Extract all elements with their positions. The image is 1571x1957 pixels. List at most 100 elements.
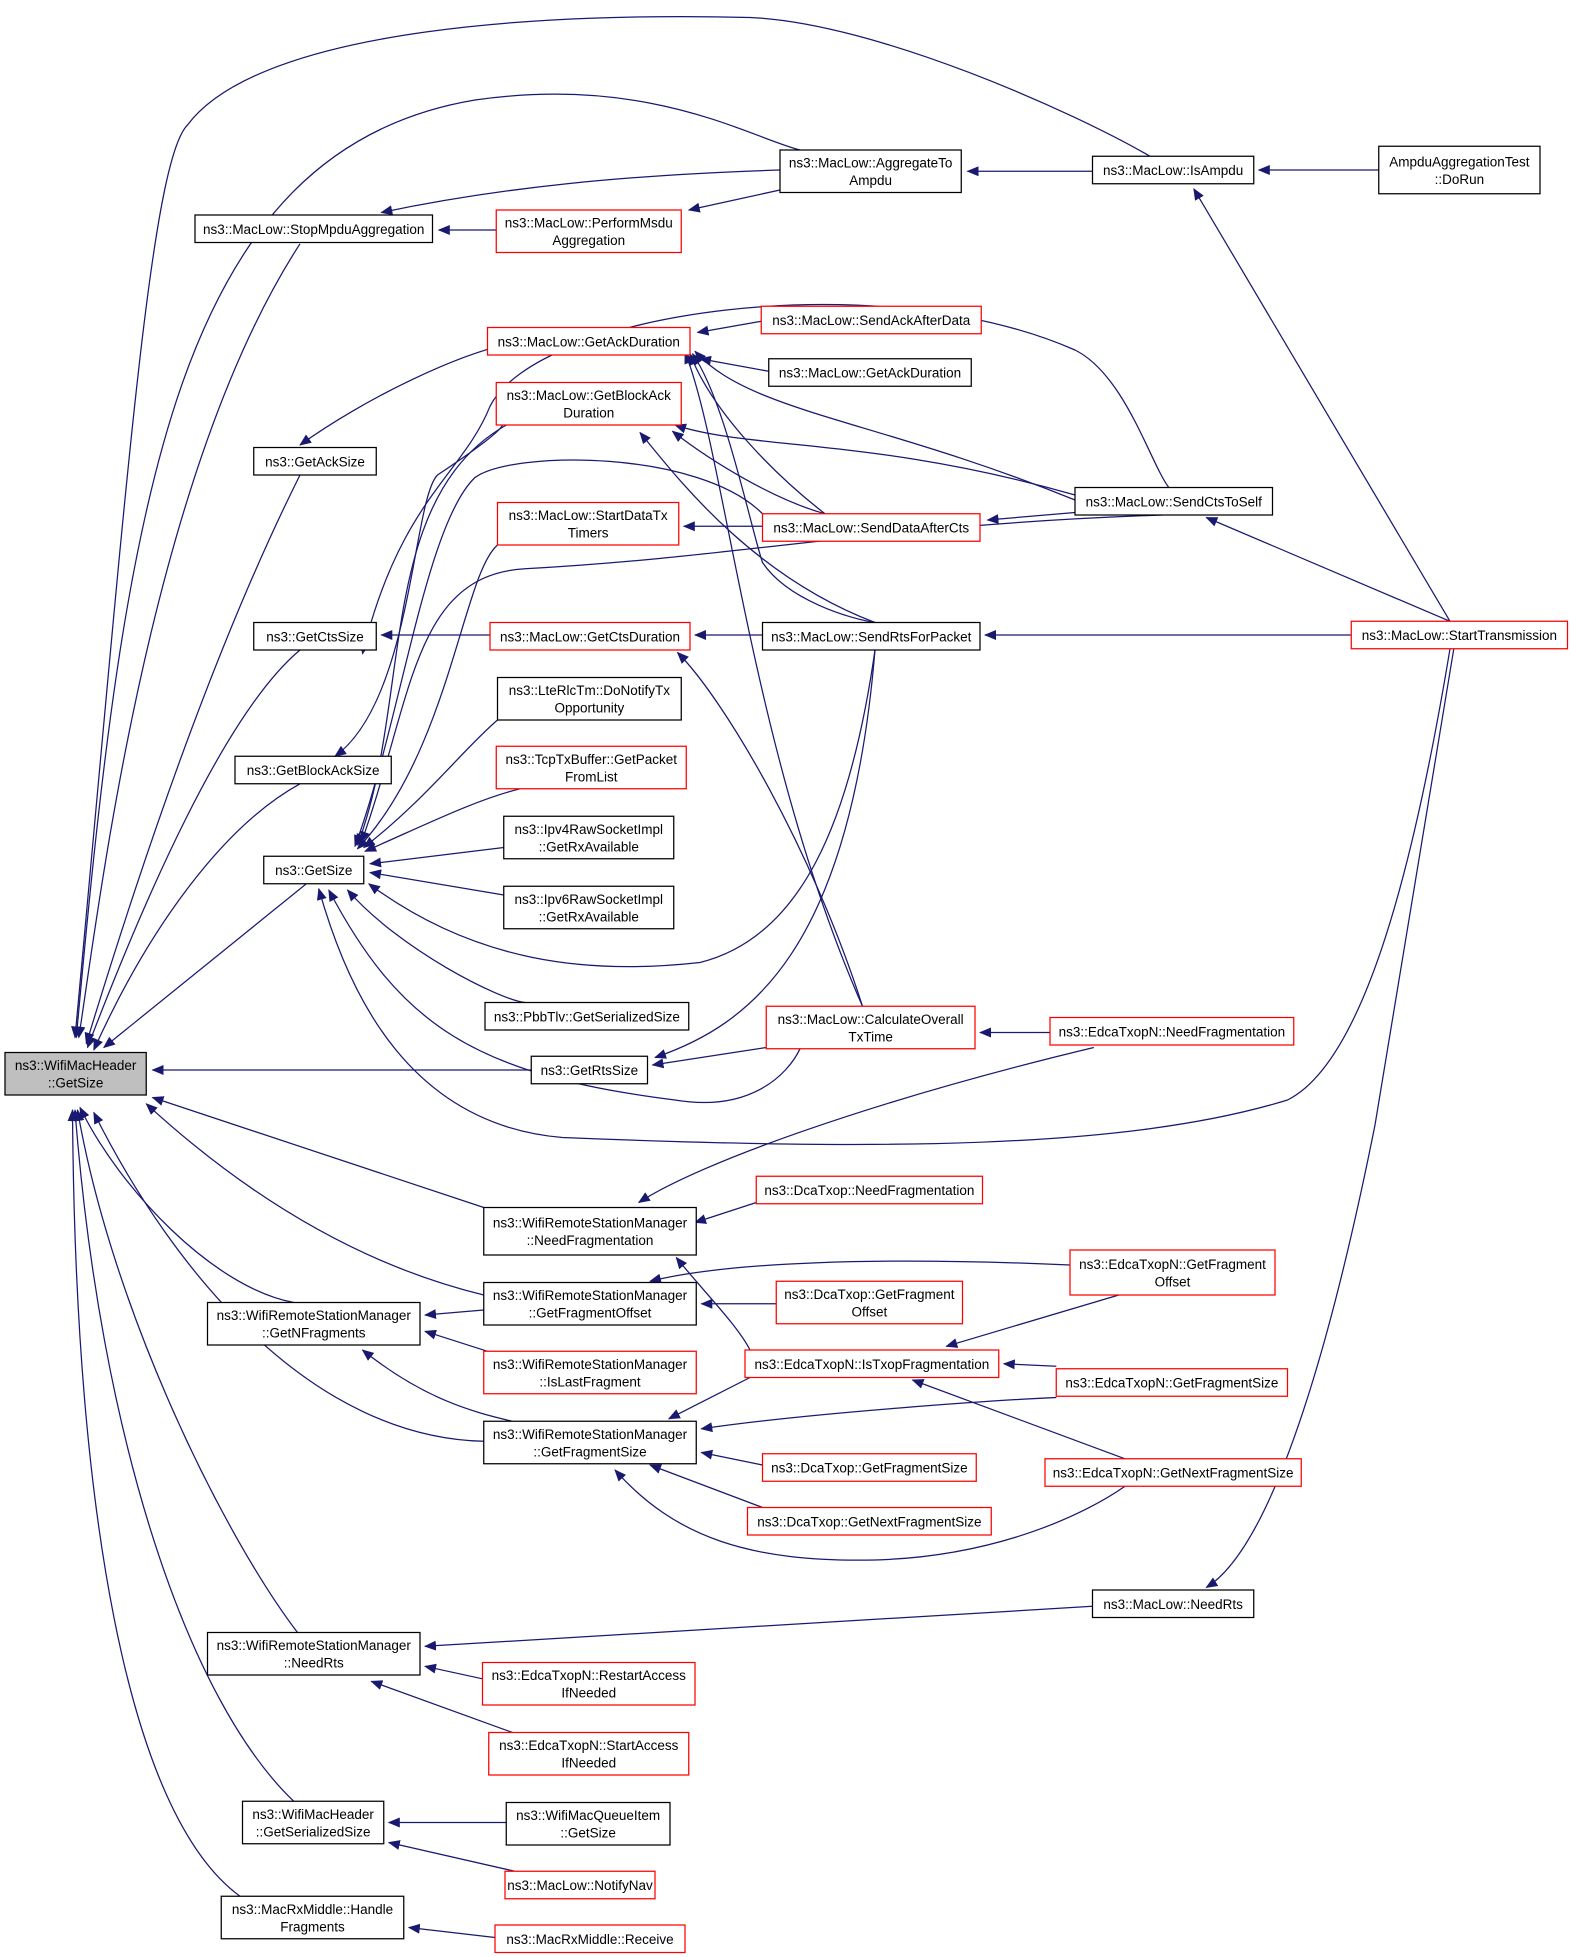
node-sendrtsforpacket[interactable]: ns3::MacLow::SendRtsForPacket (761, 621, 981, 651)
node-label: ::GetRxAvailable (539, 839, 639, 854)
node-getacksize[interactable]: ns3::GetAckSize (253, 446, 377, 476)
node-ampduaggtest[interactable]: AmpduAggregationTest::DoRun (1378, 145, 1541, 195)
call-edge-aggtoampdu (687, 189, 781, 213)
node-sendctstoself[interactable]: ns3::MacLow::SendCtsToSelf (1074, 486, 1274, 516)
node-box (503, 815, 675, 860)
node-label: ::GetNFragments (262, 1326, 366, 1341)
node-edca-getfragsize[interactable]: ns3::EdcaTxopN::GetFragmentSize (1055, 1368, 1289, 1397)
node-edca-istxopfrag[interactable]: ns3::EdcaTxopN::IsTxopFragmentation (744, 1349, 1000, 1379)
node-label: ::GetSize (560, 1826, 616, 1841)
node-wrsm-needrts[interactable]: ns3::WifiRemoteStationManager::NeedRts (206, 1631, 421, 1676)
node-wrsm-getfragsize[interactable]: ns3::WifiRemoteStationManager::GetFragme… (483, 1420, 697, 1465)
call-edge-getsize (103, 883, 307, 1049)
node-dca-getnextfragsize[interactable]: ns3::DcaTxop::GetNextFragmentSize (746, 1506, 992, 1536)
call-edge-wrsm_getnfrag (79, 1106, 294, 1304)
call-edge-senddataafterdts (671, 430, 826, 515)
node-label: ns3::MacLow::StartTransmission (1362, 628, 1557, 643)
node-pbbtlv[interactable]: ns3::PbbTlv::GetSerializedSize (484, 1001, 690, 1031)
node-label: ns3::EdcaTxopN::RestartAccess (492, 1668, 687, 1683)
call-edge-wrsm_getfragsize (93, 1111, 484, 1442)
node-notifynav[interactable]: ns3::MacLow::NotifyNav (504, 1870, 656, 1900)
node-sendackafterdata[interactable]: ns3::MacLow::SendAckAfterData (760, 305, 982, 335)
node-getblockacksize[interactable]: ns3::GetBlockAckSize (234, 755, 392, 785)
node-label: ::DoRun (1435, 172, 1485, 187)
node-needrts-maclow[interactable]: ns3::MacLow::NeedRts (1091, 1589, 1255, 1619)
call-edge-lterlc (363, 719, 498, 849)
node-wrsm-getfragoff[interactable]: ns3::WifiRemoteStationManager::GetFragme… (483, 1281, 697, 1326)
node-label: ns3::DcaTxop::GetFragmentSize (771, 1461, 968, 1476)
call-edge-calcoverall (651, 1046, 767, 1069)
node-wrsm-needfrag[interactable]: ns3::WifiRemoteStationManager::NeedFragm… (483, 1206, 697, 1256)
node-getackduration2[interactable]: ns3::MacLow::GetAckDuration (768, 358, 972, 387)
node-dca-getfragsize[interactable]: ns3::DcaTxop::GetFragmentSize (761, 1453, 977, 1482)
node-macrx-receive[interactable]: ns3::MacRxMiddle::Receive (494, 1924, 686, 1954)
node-label: ns3::DcaTxop::GetNextFragmentSize (757, 1514, 981, 1529)
node-box (495, 209, 682, 254)
node-box (746, 1506, 992, 1536)
node-label: Offset (1155, 1274, 1191, 1289)
node-box (760, 305, 982, 335)
call-edge-wrsm_getfragsize (667, 1376, 751, 1420)
node-label: Duration (563, 406, 614, 421)
node-box (503, 885, 675, 930)
call-edge-getctssize (86, 649, 301, 1049)
node-ipv6raw[interactable]: ns3::Ipv6RawSocketImpl::GetRxAvailable (503, 885, 675, 930)
node-box (495, 381, 682, 426)
node-wrsm-islastfrag[interactable]: ns3::WifiRemoteStationManager::IsLastFra… (483, 1350, 697, 1395)
node-label: ns3::MacLow::StartDataTx (509, 508, 668, 523)
node-getctsduration[interactable]: ns3::MacLow::GetCtsDuration (489, 621, 691, 651)
call-edge-wrsm_getfragoff (145, 1103, 484, 1296)
node-box (530, 1055, 649, 1085)
call-edge-wrsm_getfragoff (649, 1260, 1071, 1284)
node-dca-getfragoff[interactable]: ns3::DcaTxop::GetFragmentOffset (775, 1280, 964, 1325)
call-edge-wmh_serialized (387, 1840, 516, 1872)
node-wmqi-getsize[interactable]: ns3::WifiMacQueueItem::GetSize (505, 1801, 671, 1846)
node-label: ns3::EdcaTxopN::NeedFragmentation (1059, 1024, 1286, 1039)
node-box (253, 446, 377, 476)
node-box (1350, 620, 1569, 650)
node-label: ns3::MacLow::SendAckAfterData (772, 313, 971, 328)
node-getackduration[interactable]: ns3::MacLow::GetAckDuration (486, 326, 691, 356)
node-isampdu[interactable]: ns3::MacLow::IsAmpdu (1091, 155, 1255, 185)
call-edge-wrsm_getfragsize (649, 1464, 763, 1509)
node-box (755, 1175, 984, 1205)
node-label: ns3::MacLow::SendCtsToSelf (1086, 494, 1263, 509)
node-box (220, 1895, 405, 1940)
node-label: ns3::GetSize (275, 863, 352, 878)
node-box (253, 621, 377, 651)
node-label: ns3::WifiRemoteStationManager (493, 1288, 688, 1303)
call-edge-stopmpdu (380, 169, 781, 216)
node-ipv4raw[interactable]: ns3::Ipv4RawSocketImpl::GetRxAvailable (503, 815, 675, 860)
node-getsize[interactable]: ns3::GetSize (263, 855, 365, 885)
node-root[interactable]: ns3::WifiMacHeader::GetSize (4, 1051, 147, 1096)
node-starttransmission[interactable]: ns3::MacLow::StartTransmission (1350, 620, 1569, 650)
node-label: ns3::MacLow::SendRtsForPacket (771, 629, 972, 644)
call-edges (67, 15, 1455, 1939)
node-getrtssize[interactable]: ns3::GetRtsSize (530, 1055, 649, 1085)
node-senddataafterdts[interactable]: ns3::MacLow::SendDataAfterCts (761, 513, 981, 542)
node-box (206, 1301, 421, 1346)
node-stopmpdu[interactable]: ns3::MacLow::StopMpduAggregation (194, 214, 434, 244)
node-label: ns3::WifiMacHeader (252, 1807, 374, 1822)
node-wmh-serialized[interactable]: ns3::WifiMacHeader::GetSerializedSize (241, 1800, 385, 1845)
call-edge-getackduration (360, 304, 1170, 655)
node-box (4, 1051, 147, 1096)
node-edca-getnextfragsize[interactable]: ns3::EdcaTxopN::GetNextFragmentSize (1044, 1458, 1302, 1487)
node-dca-needfrag[interactable]: ns3::DcaTxop::NeedFragmentation (755, 1175, 984, 1205)
node-getctssize[interactable]: ns3::GetCtsSize (253, 621, 377, 651)
node-edca-needfrag[interactable]: ns3::EdcaTxopN::NeedFragmentation (1049, 1016, 1295, 1046)
node-edca-getfragoff[interactable]: ns3::EdcaTxopN::GetFragmentOffset (1069, 1249, 1276, 1296)
node-box (206, 1631, 421, 1676)
node-wrsm-getnfrag[interactable]: ns3::WifiRemoteStationManager::GetNFragm… (206, 1301, 421, 1346)
